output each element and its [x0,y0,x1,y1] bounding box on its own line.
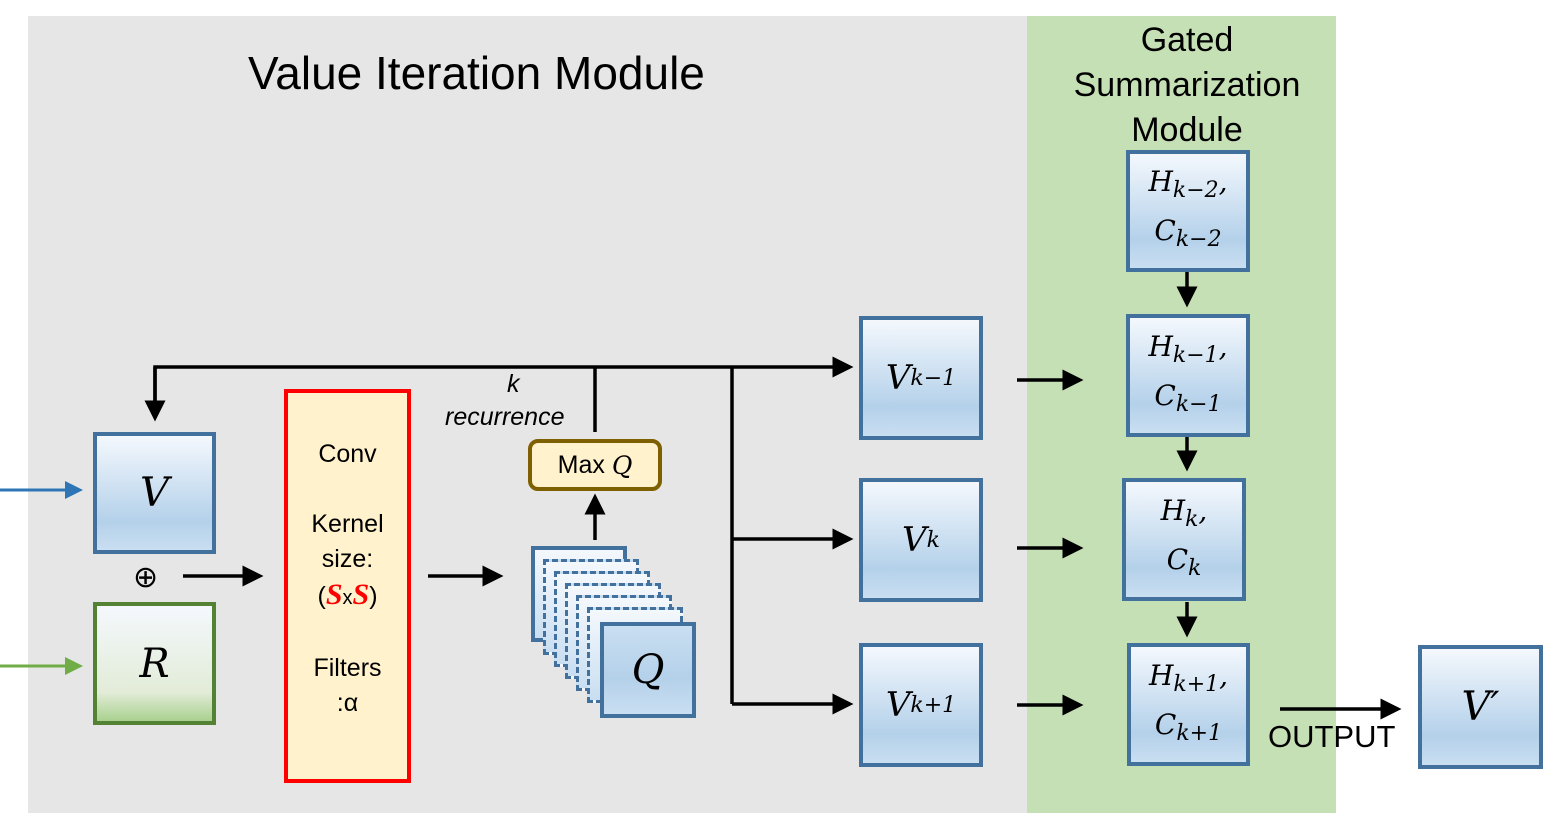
max-q-box: Max Q [528,439,662,491]
c-label: C [1154,378,1176,412]
r-label: R [139,640,170,687]
conv-layer-box: Conv Kernel size: (SxS) Filters :α [284,389,411,783]
h-label: H [1148,329,1173,363]
paren: ) [369,582,378,610]
conv-label: Conv [318,440,377,468]
recurrence-label: recurrence [445,403,565,431]
kernel-label: Kernel [311,510,384,538]
v-prime-box: V′ [1418,645,1543,769]
kernel-s: S [352,578,370,611]
hc-k-plus-1-box: Hk+1,Ck+1 [1127,643,1250,766]
paren: ( [317,582,326,610]
size-label: size: [321,545,374,573]
c-sub: k+1 [1176,720,1223,746]
c-label: C [1154,707,1177,741]
output-label: OUTPUT [1268,719,1396,754]
v-prime-label: V′ [1461,684,1500,730]
hc-k-box: Hk,Ck [1122,478,1246,601]
kernel-x: x [342,587,353,609]
h-label: H [1148,658,1174,692]
reward-input-box: R [93,602,216,725]
hc-k-minus-2-box: Hk−2,Ck−2 [1126,150,1250,272]
v-base: V [902,520,927,560]
v-sub: k+1 [910,692,957,718]
c-label: C [1166,542,1189,576]
title-line: Module [1131,111,1243,149]
h-sub: k−2 [1172,178,1219,203]
kernel-s: S [325,578,343,611]
q-box: Q [600,622,696,718]
h-label: H [1160,493,1186,527]
k-label: k [507,370,520,398]
v-label: V [140,470,169,516]
c-sub: k−1 [1175,391,1222,417]
title-line: Gated [1140,21,1234,59]
c-sub: k [1188,555,1202,581]
v-sub: k−1 [910,365,957,391]
v-sub: k [926,527,940,553]
max-label: Max [557,450,605,479]
v-base: V [885,685,911,725]
hc-k-minus-1-box: Hk−1,Ck−1 [1126,314,1250,437]
h-label: H [1148,165,1173,198]
filters-label: Filters [313,654,382,682]
c-sub: k−2 [1175,227,1222,252]
gated-summarization-title: Gated Summarization Module [1037,18,1337,153]
h-sub: k [1185,506,1199,532]
value-iteration-title: Value Iteration Module [248,47,705,99]
concat-symbol: ⊕ [133,561,159,594]
title-line: Summarization [1073,66,1301,104]
q-label: Q [631,647,665,693]
h-sub: k+1 [1173,671,1220,697]
value-input-box: V [93,432,216,554]
filters-value: :α [336,689,359,717]
kernel-size: (SxS) [288,577,407,616]
max-q-var: Q [611,450,633,480]
h-sub: k−1 [1172,342,1219,368]
v-base: V [885,358,911,398]
c-label: C [1154,214,1176,247]
